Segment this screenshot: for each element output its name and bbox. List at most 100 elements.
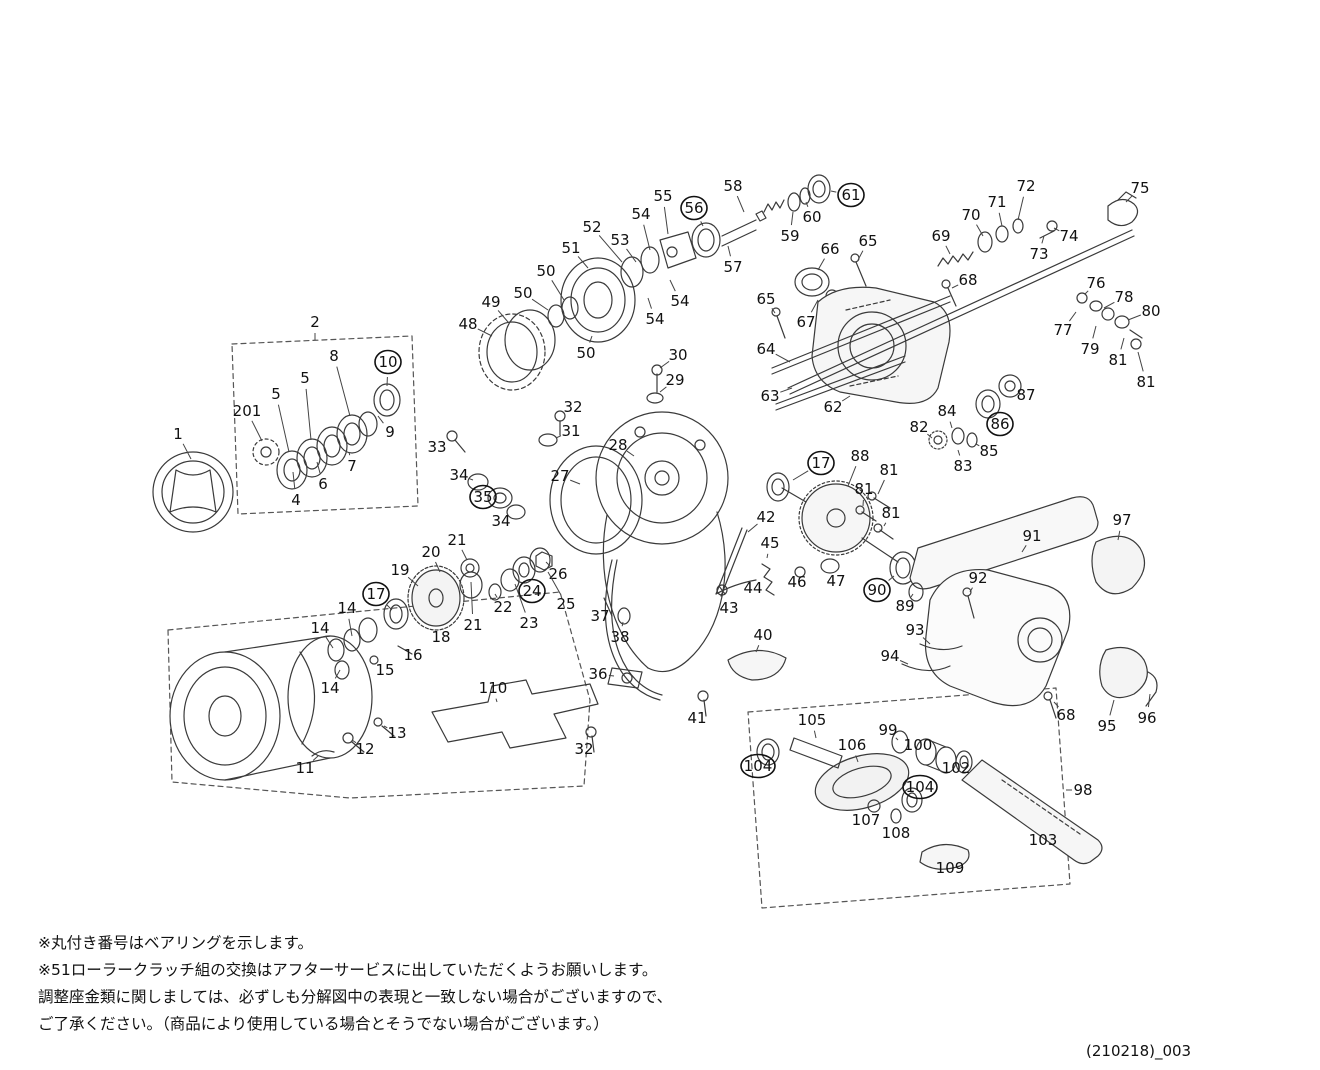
leader-line <box>792 470 809 481</box>
part-label-20: 20 <box>421 543 440 561</box>
leader-line <box>895 737 899 741</box>
part-label-42: 42 <box>756 508 775 526</box>
leader-line <box>577 256 589 269</box>
part-label-85: 85 <box>979 442 998 460</box>
part-label-50: 50 <box>576 344 595 362</box>
leader-line <box>922 637 931 645</box>
bearing-circle <box>680 195 708 221</box>
part-label-14: 14 <box>320 679 339 697</box>
leader-line <box>497 310 509 323</box>
part-label-48: 48 <box>458 315 477 333</box>
part-label-12: 12 <box>355 740 374 758</box>
part-label-36: 36 <box>588 665 607 683</box>
leader-line <box>589 335 593 343</box>
leader-line <box>1120 337 1125 350</box>
part-label-43: 43 <box>719 599 738 617</box>
part-label-8: 8 <box>329 347 339 365</box>
part-label-55: 55 <box>653 187 672 205</box>
group-box-handle <box>747 687 1071 909</box>
part-label-100: 100 <box>904 736 933 754</box>
part-label-2: 2 <box>310 313 320 331</box>
part-label-1: 1 <box>173 425 183 443</box>
leader-line <box>643 224 651 251</box>
part-label-54: 54 <box>670 292 689 310</box>
part-label-49: 49 <box>481 293 500 311</box>
leader-line <box>598 235 623 263</box>
handle-drawing <box>756 730 1103 870</box>
leader-line <box>1017 196 1024 221</box>
part-label-21: 21 <box>463 616 482 634</box>
leader-line <box>621 621 624 627</box>
leader-line <box>292 471 296 490</box>
part-label-84: 84 <box>937 402 956 420</box>
template-110-drawing <box>431 679 599 749</box>
part-label-22: 22 <box>493 598 512 616</box>
leader-line <box>910 593 914 598</box>
rotor-drawing <box>446 364 729 701</box>
part-label-25: 25 <box>556 595 575 613</box>
leader-line <box>277 404 290 453</box>
part-label-80: 80 <box>1141 302 1160 320</box>
leader-line <box>975 443 980 447</box>
leader-line <box>945 245 951 255</box>
leader-line <box>305 388 312 441</box>
leader-line <box>316 461 321 474</box>
part-label-77: 77 <box>1053 321 1072 339</box>
part-label-40: 40 <box>753 626 772 644</box>
leader-line <box>570 479 581 485</box>
reel-body-drawing <box>901 496 1158 719</box>
part-label-63: 63 <box>760 387 779 405</box>
oscillating-gear-drawing <box>407 547 553 631</box>
leader-line <box>1137 351 1144 372</box>
part-label-30: 30 <box>668 346 687 364</box>
part-label-26: 26 <box>548 565 567 583</box>
gearbox-body-drawing <box>771 191 1143 450</box>
part-label-13: 13 <box>387 724 406 742</box>
part-label-57: 57 <box>723 258 742 276</box>
part-label-17: 17 <box>366 585 385 603</box>
leader-line <box>386 604 393 611</box>
part-label-82: 82 <box>909 418 928 436</box>
part-label-31: 31 <box>561 422 580 440</box>
part-label-81: 81 <box>854 480 873 498</box>
part-label-6: 6 <box>318 475 328 493</box>
leader-line <box>1117 530 1121 541</box>
leader-line <box>551 280 565 301</box>
leader-line <box>830 190 837 193</box>
leader-line <box>325 636 334 649</box>
leader-line <box>383 725 388 729</box>
part-label-88: 88 <box>850 447 869 465</box>
leader-line <box>771 308 776 314</box>
leader-line <box>927 433 933 439</box>
part-label-4: 4 <box>291 491 301 509</box>
leader-line <box>847 466 857 487</box>
part-label-32: 32 <box>563 398 582 416</box>
group-box-drag-knob <box>231 335 419 515</box>
leader-line <box>251 420 263 442</box>
leader-line <box>1125 195 1133 203</box>
part-label-11: 11 <box>295 759 314 777</box>
leader-line <box>555 435 562 439</box>
part-label-90: 90 <box>867 581 886 599</box>
part-label-109: 109 <box>936 859 965 877</box>
part-label-28: 28 <box>608 436 627 454</box>
part-label-32: 32 <box>574 740 593 758</box>
bail-kick-drawing <box>585 527 840 753</box>
part-label-94: 94 <box>880 647 899 665</box>
bearing-circle <box>986 411 1014 437</box>
part-label-34: 34 <box>449 466 468 484</box>
document-code: (210218)_003 <box>1086 1042 1192 1060</box>
part-label-52: 52 <box>582 218 601 236</box>
part-label-38: 38 <box>610 628 629 646</box>
part-label-110: 110 <box>479 679 508 697</box>
part-label-97: 97 <box>1112 511 1131 529</box>
part-label-98: 98 <box>1073 781 1092 799</box>
part-label-65: 65 <box>858 232 877 250</box>
part-label-76: 76 <box>1086 274 1105 292</box>
leader-line <box>531 298 549 311</box>
part-label-54: 54 <box>631 205 650 223</box>
leader-line <box>1084 290 1089 295</box>
leader-line <box>547 571 562 595</box>
part-label-64: 64 <box>756 340 775 358</box>
